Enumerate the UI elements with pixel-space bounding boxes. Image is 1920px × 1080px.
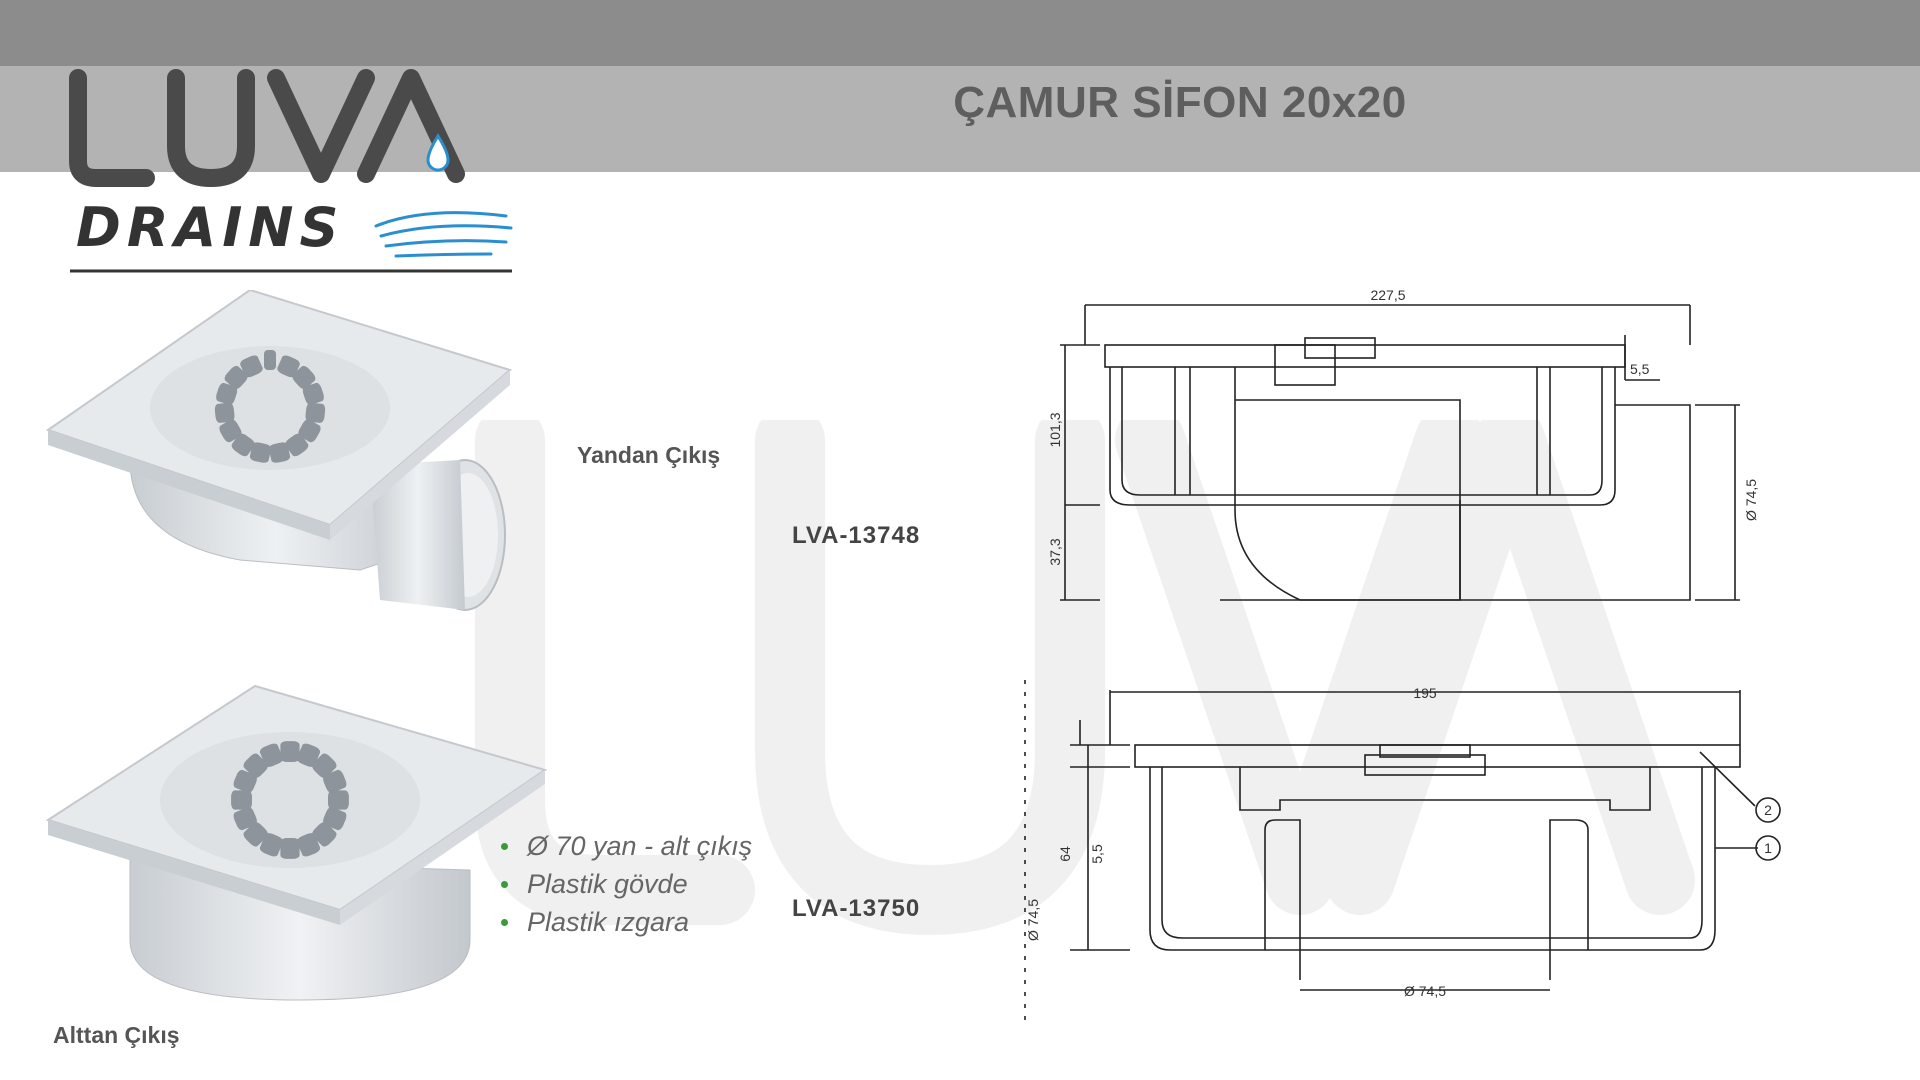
dim-outlet-diameter: Ø 74,5 <box>1404 983 1446 999</box>
bottom-exit-label: Alttan Çıkış <box>53 1022 180 1048</box>
product-code-side: LVA-13748 <box>792 522 921 549</box>
side-exit-drain-image <box>45 290 513 611</box>
feature-item: Plastik ızgara <box>497 903 752 941</box>
side-exit-label: Yandan Çıkış <box>577 442 721 468</box>
bullet-icon <box>501 919 508 926</box>
dim-height: 64 <box>1057 846 1073 862</box>
page-title: ÇAMUR SİFON 20x20 <box>953 78 1407 127</box>
feature-text: Plastik gövde <box>527 869 688 899</box>
callout-1: 1 <box>1764 840 1772 856</box>
product-code-bottom: LVA-13750 <box>792 895 921 922</box>
bullet-icon <box>501 881 508 888</box>
dim-rim: 5,5 <box>1630 361 1650 377</box>
dim-side-diameter: Ø 74,5 <box>1025 899 1041 941</box>
technical-drawing-bottom-exit: 195 64 5,5 Ø 74,5 Ø 74,5 1 2 <box>1024 680 1781 1020</box>
feature-list: Ø 70 yan - alt çıkış Plastik gövde Plast… <box>497 827 752 941</box>
feature-item: Plastik gövde <box>497 865 752 903</box>
feature-item: Ø 70 yan - alt çıkış <box>497 827 752 865</box>
dim-rim: 5,5 <box>1089 844 1105 864</box>
bullet-icon <box>501 843 508 850</box>
feature-text: Ø 70 yan - alt çıkış <box>527 831 753 861</box>
dim-height: 101,3 <box>1047 412 1063 447</box>
dim-outlet-diameter: Ø 74,5 <box>1743 479 1759 521</box>
dim-width: 195 <box>1413 685 1437 701</box>
callout-2: 2 <box>1764 802 1772 818</box>
bottom-exit-drain-image <box>45 684 548 1001</box>
feature-text: Plastik ızgara <box>527 907 690 937</box>
luva-drains-logo: DRAINS <box>69 69 513 273</box>
dim-width: 227,5 <box>1370 290 1405 303</box>
top-bar <box>0 0 1920 66</box>
technical-drawing-side-exit: 227,5 101,3 37,3 5,5 Ø 74,5 <box>1047 290 1759 601</box>
dim-lower-height: 37,3 <box>1047 538 1063 565</box>
svg-text:DRAINS: DRAINS <box>76 196 344 259</box>
